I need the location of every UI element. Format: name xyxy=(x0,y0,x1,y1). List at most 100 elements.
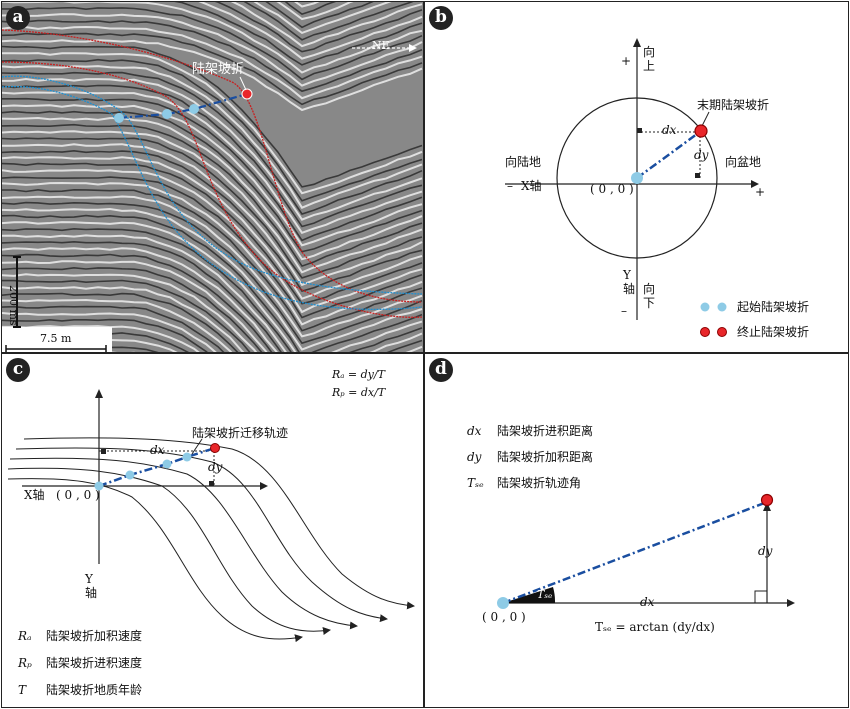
vertical-scale-label: 200 ms xyxy=(7,285,20,326)
y-axis-label: Y 轴 xyxy=(85,572,98,600)
plus-top: + xyxy=(621,54,632,68)
seismic-reflector xyxy=(2,39,423,112)
def-sym-dy: dy xyxy=(467,450,482,464)
seismic-reflector xyxy=(2,162,423,305)
formula-ra: Rₐ = dy/T xyxy=(332,368,385,381)
panel-b-coordinate-system: b 向 上 + 向 下 – 向陆地 向盆地 – X轴 + Y 轴 ( 0 , 0… xyxy=(424,1,849,353)
formula-rp: Rₚ = dx/T xyxy=(332,386,386,399)
seismic-reflector xyxy=(2,292,239,352)
seismic-reflector xyxy=(2,123,423,268)
trajectory-leader xyxy=(191,438,203,455)
right-angle-marker xyxy=(101,449,106,454)
red-horizon-upper xyxy=(2,29,423,303)
seismic-reflector xyxy=(2,266,263,352)
blue-horizon-upper xyxy=(2,75,423,295)
shelf-break-point xyxy=(162,459,172,469)
y-axis-arrow xyxy=(95,389,103,398)
angle-wedge xyxy=(503,587,556,603)
panel-badge-c: c xyxy=(6,358,30,382)
seismic-reflector xyxy=(2,221,423,352)
trajectory-vector xyxy=(502,500,768,605)
seismic-reflector xyxy=(2,32,423,106)
legend-start-dot xyxy=(700,302,710,312)
north-east-label: NE xyxy=(372,39,390,52)
dy-label: dy xyxy=(758,544,773,558)
legend-start-label: 起始陆架坡折 xyxy=(737,300,810,314)
dx-label: dx xyxy=(640,595,655,609)
seismic-reflector xyxy=(2,207,423,351)
def-sym-ra: Rₐ xyxy=(18,629,32,643)
north-arrow-head xyxy=(409,44,417,52)
def-text-dy: 陆架坡折加积距离 xyxy=(497,450,594,464)
x-axis-arrow xyxy=(787,599,795,607)
seismic-reflector xyxy=(2,137,423,279)
dy-label: dy xyxy=(694,148,709,162)
seismic-reflector xyxy=(2,13,423,87)
def-text-ra: 陆架坡折加积速度 xyxy=(46,629,143,643)
clinoform-line xyxy=(23,437,415,610)
seismic-reflector xyxy=(2,286,245,352)
seismic-reflector xyxy=(2,273,258,352)
shelf-break-end-point xyxy=(241,88,253,100)
seismic-reflector xyxy=(2,45,423,188)
seismic-reflector xyxy=(2,234,423,352)
clinoform-line xyxy=(15,447,388,623)
seismic-reflectors xyxy=(2,2,423,352)
seismic-reflector xyxy=(2,2,423,74)
shelf-break-leader xyxy=(239,76,247,91)
seismic-reflector xyxy=(2,247,423,352)
seismic-reflector xyxy=(2,58,423,202)
seismic-reflector xyxy=(2,176,423,319)
seismic-reflector xyxy=(2,156,423,300)
seismic-reflector xyxy=(2,6,423,81)
panel-badge-b: b xyxy=(429,6,453,30)
x-axis-arrow xyxy=(260,482,268,490)
seismic-reflector xyxy=(230,2,423,48)
clinoform-line xyxy=(9,457,358,630)
def-sym-t: T xyxy=(18,683,27,697)
seismic-reflector xyxy=(2,149,423,293)
x-axis-arrow xyxy=(751,180,759,188)
migration-vector xyxy=(636,132,698,180)
seismic-reflector xyxy=(2,71,423,215)
horizontal-scale-bar xyxy=(5,345,107,352)
end-label: 末期陆架坡折 xyxy=(697,98,770,112)
seismic-reflector xyxy=(2,260,268,352)
x-axis-label: X轴 xyxy=(521,179,542,193)
seismic-reflector xyxy=(2,143,423,287)
y-axis-arrow xyxy=(633,38,641,47)
def-sym-dx: dx xyxy=(467,424,482,438)
seismic-reflector xyxy=(2,318,208,352)
seismic-reflector xyxy=(2,253,273,352)
seismic-reflector xyxy=(243,2,414,41)
shelf-break-trajectory xyxy=(118,92,248,120)
seismic-reflector xyxy=(2,181,423,326)
clinoform-line xyxy=(7,467,331,635)
dx-label: dx xyxy=(662,123,677,137)
origin-label: ( 0 , 0 ) xyxy=(590,182,634,196)
minus-bottom: – xyxy=(621,304,627,318)
seismic-reflector xyxy=(2,312,217,352)
seismic-reflector xyxy=(2,195,423,338)
seismic-reflector xyxy=(2,214,423,352)
shelf-break-end-point xyxy=(210,443,220,453)
land-label: 向陆地 xyxy=(505,155,542,169)
seismic-reflector xyxy=(2,110,423,253)
dx-label: dx xyxy=(150,443,165,457)
shelf-break-point xyxy=(125,470,135,480)
seismic-reflector xyxy=(2,169,423,314)
origin-label: ( 0 , 0 ) xyxy=(56,488,100,502)
def-sym-tse: Tₛₑ xyxy=(467,476,484,490)
seismic-reflector xyxy=(2,298,233,352)
x-axis-label: X轴 xyxy=(24,488,45,502)
panel-d-trajectory-angle: d dx 陆架坡折进积距离 dy 陆架坡折加积距离 Tₛₑ 陆架坡折轨迹角 Tₛ… xyxy=(424,353,849,708)
right-angle-marker xyxy=(695,173,700,178)
panel-c-diagram xyxy=(7,389,415,643)
seismic-reflector xyxy=(253,2,392,35)
shelf-break-point xyxy=(182,452,192,462)
seismic-reflector xyxy=(2,201,423,345)
seismic-image xyxy=(2,2,423,352)
origin-point xyxy=(631,172,643,184)
seismic-reflector xyxy=(2,305,225,352)
seismic-reflector xyxy=(2,19,423,93)
